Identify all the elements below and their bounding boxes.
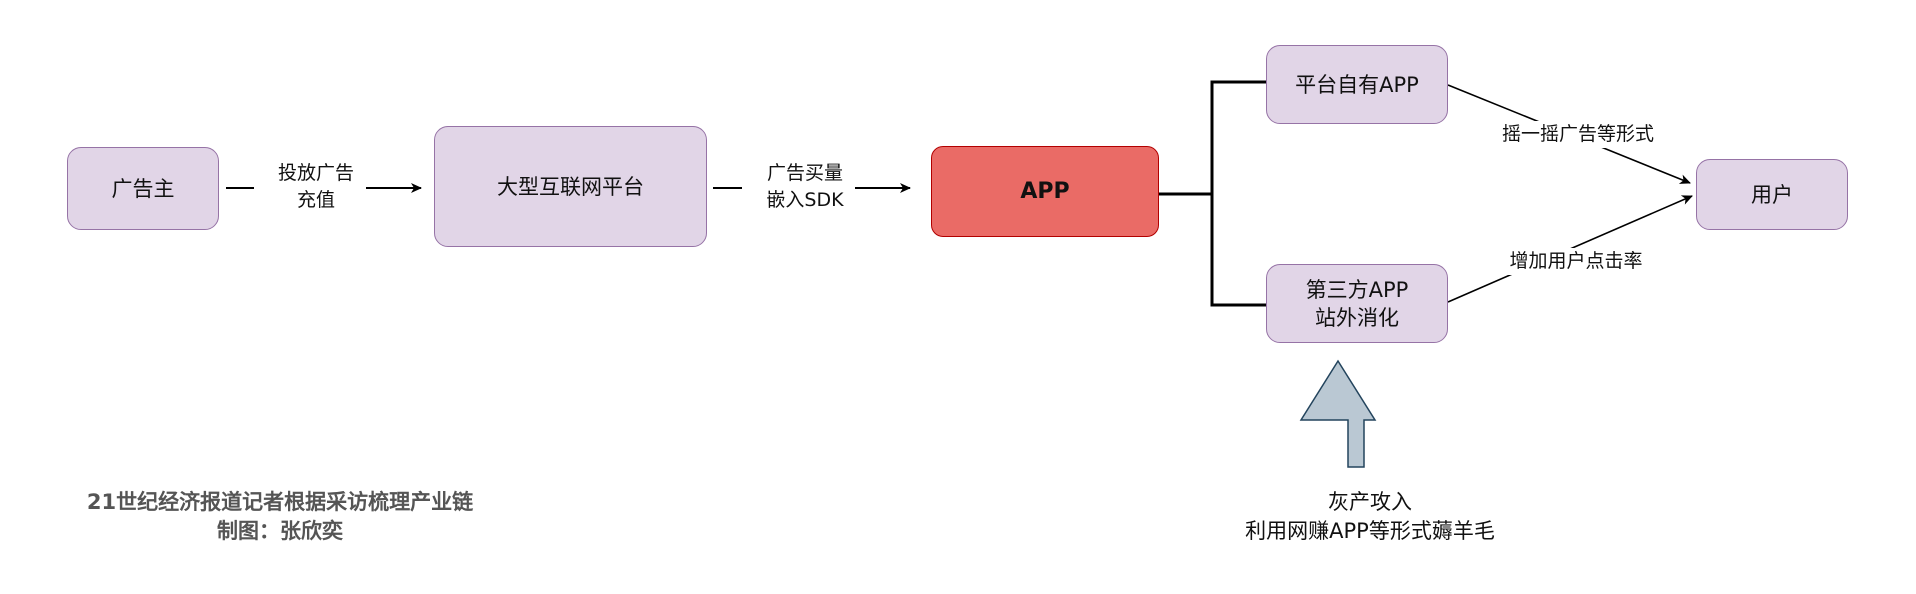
node-platform: 大型互联网平台 — [434, 126, 707, 247]
edge-branch-third-app — [1210, 194, 1266, 307]
node-advertiser: 广告主 — [67, 147, 219, 230]
node-third-app-label: 第三方APP 站外消化 — [1305, 277, 1409, 330]
node-user: 用户 — [1696, 159, 1848, 230]
node-platform-label: 大型互联网平台 — [497, 174, 644, 199]
label-platform-app: 广告买量 嵌入SDK — [755, 160, 855, 214]
node-app: APP — [931, 146, 1159, 237]
caption-gray-industry: 灰产攻入 利用网赚APP等形式薅羊毛 — [1245, 490, 1495, 543]
node-advertiser-label: 广告主 — [111, 176, 175, 201]
node-own-app: 平台自有APP — [1266, 45, 1448, 124]
node-user-label: 用户 — [1751, 182, 1793, 207]
node-own-app-label: 平台自有APP — [1295, 72, 1419, 97]
node-third-app: 第三方APP 站外消化 — [1266, 264, 1448, 343]
edge-branch-own-app — [1210, 80, 1266, 305]
big-up-arrow — [1299, 359, 1377, 468]
label-advertiser-platform: 投放广告 充值 — [266, 160, 366, 214]
node-app-label: APP — [1020, 178, 1070, 204]
label-own-app-user: 摇一摇广告等形式 — [1488, 121, 1668, 148]
label-third-app-user: 增加用户点击率 — [1496, 248, 1656, 275]
caption-credit: 21世纪经济报道记者根据采访梳理产业链 制图：张欣奕 — [86, 490, 474, 543]
